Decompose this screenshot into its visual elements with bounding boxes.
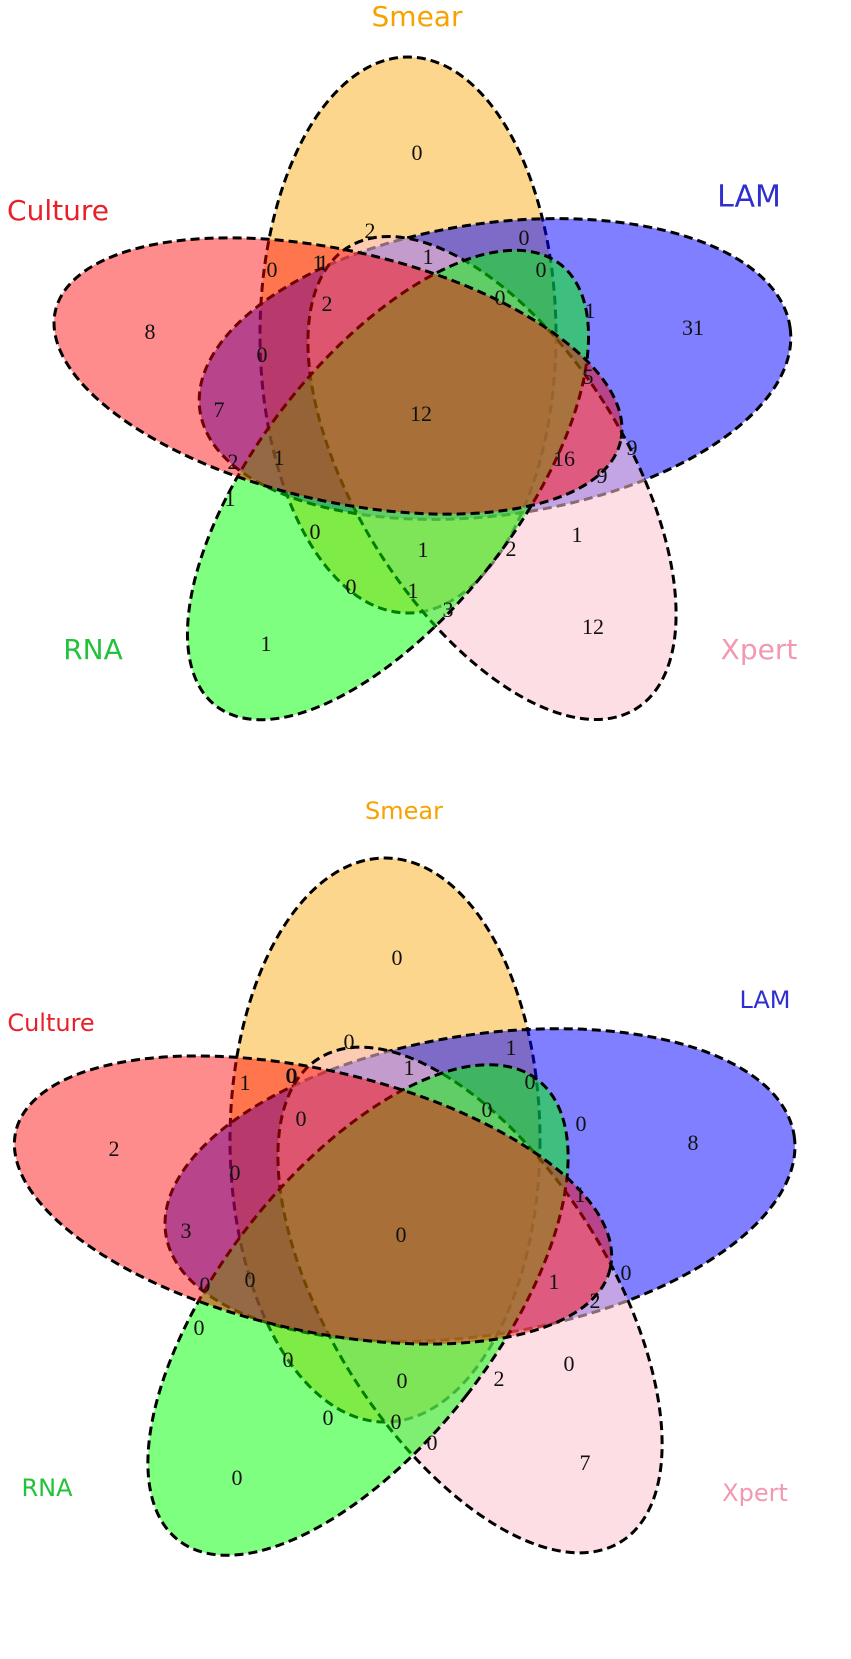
region-count: 0 bbox=[519, 225, 530, 250]
region-count: 0 bbox=[346, 574, 357, 599]
region-count: 0 bbox=[427, 1430, 438, 1455]
region-count: 2 bbox=[228, 449, 239, 474]
region-count: 0 bbox=[194, 1315, 205, 1340]
region-count: 1 bbox=[408, 578, 419, 603]
region-count: 1 bbox=[549, 1269, 560, 1294]
region-count: 1 bbox=[274, 445, 285, 470]
region-count: 0 bbox=[287, 1063, 298, 1088]
region-count: 8 bbox=[145, 319, 156, 344]
region-count: 1 bbox=[572, 522, 583, 547]
region-count: 2 bbox=[109, 1136, 120, 1161]
region-count: 1 bbox=[418, 537, 429, 562]
region-count: 1 bbox=[240, 1070, 251, 1095]
set-label-smear: Smear bbox=[372, 0, 463, 33]
region-count: 1 bbox=[423, 244, 434, 269]
region-count: 9 bbox=[597, 463, 608, 488]
region-count: 0 bbox=[495, 285, 506, 310]
set-culture-top bbox=[52, 236, 624, 516]
region-count: 12 bbox=[410, 401, 432, 426]
region-count: 1 bbox=[404, 1055, 415, 1080]
set-rna-top bbox=[185, 248, 591, 722]
set-culture-bottom bbox=[12, 1054, 614, 1346]
set-label-xpert: Xpert bbox=[722, 1479, 788, 1507]
region-count: 16 bbox=[553, 446, 575, 471]
region-count: 0 bbox=[391, 1409, 402, 1434]
region-count: 2 bbox=[590, 1288, 601, 1313]
region-count: 2 bbox=[506, 536, 517, 561]
region-count: 0 bbox=[482, 1097, 493, 1122]
set-label-xpert: Xpert bbox=[721, 633, 798, 666]
region-count: 0 bbox=[245, 1267, 256, 1292]
region-count: 5 bbox=[583, 364, 594, 389]
region-count: 8 bbox=[688, 1130, 699, 1155]
set-label-culture: Culture bbox=[7, 194, 109, 227]
region-count: 0 bbox=[536, 257, 547, 282]
region-count: 0 bbox=[232, 1465, 243, 1490]
venn-diagram-bottom: Smear LAM Culture RNA Xpert 0 8 7 0 2 0 … bbox=[7, 797, 797, 1557]
region-count: 0 bbox=[200, 1272, 211, 1297]
region-count: 0 bbox=[286, 1063, 297, 1088]
region-count: 0 bbox=[296, 1106, 307, 1131]
region-count: 2 bbox=[494, 1366, 505, 1391]
region-count: 9 bbox=[627, 435, 638, 460]
region-count: 1 bbox=[575, 1182, 586, 1207]
set-label-lam: LAM bbox=[717, 180, 781, 215]
region-count: 1 bbox=[318, 250, 329, 275]
region-count: 0 bbox=[283, 1347, 294, 1372]
region-count: 1 bbox=[506, 1035, 517, 1060]
region-count: 0 bbox=[397, 1368, 408, 1393]
venn-diagram-top: Smear LAM Culture RNA Xpert 0 31 12 1 8 … bbox=[7, 0, 798, 722]
set-label-lam: LAM bbox=[739, 986, 790, 1014]
region-count: 0 bbox=[230, 1160, 241, 1185]
set-label-smear: Smear bbox=[365, 797, 443, 825]
region-count: 12 bbox=[582, 614, 604, 639]
region-count: 1 bbox=[313, 250, 324, 275]
set-label-rna: RNA bbox=[63, 633, 123, 666]
region-count: 0 bbox=[257, 342, 268, 367]
region-count: 3 bbox=[181, 1218, 192, 1243]
region-count: 0 bbox=[310, 519, 321, 544]
region-count: 0 bbox=[576, 1111, 587, 1136]
region-count: 0 bbox=[323, 1405, 334, 1430]
region-count: 3 bbox=[443, 597, 454, 622]
region-count: 0 bbox=[621, 1260, 632, 1285]
region-count: 2 bbox=[322, 291, 333, 316]
region-count: 0 bbox=[525, 1069, 536, 1094]
set-rna-bottom bbox=[146, 1063, 570, 1557]
region-count: 0 bbox=[344, 1029, 355, 1054]
region-count: 1 bbox=[585, 298, 596, 323]
region-count: 0 bbox=[396, 1222, 407, 1247]
region-count: 2 bbox=[365, 218, 376, 243]
set-label-culture: Culture bbox=[7, 1009, 94, 1037]
region-count: 0 bbox=[412, 140, 423, 165]
region-count: 1 bbox=[225, 486, 236, 511]
region-count: 1 bbox=[261, 631, 272, 656]
set-label-rna: RNA bbox=[21, 1474, 73, 1502]
region-count: 0 bbox=[564, 1351, 575, 1376]
region-count: 0 bbox=[267, 257, 278, 282]
region-count: 0 bbox=[392, 945, 403, 970]
region-count: 7 bbox=[214, 397, 225, 422]
region-count: 31 bbox=[682, 315, 704, 340]
region-count: 7 bbox=[580, 1450, 591, 1475]
